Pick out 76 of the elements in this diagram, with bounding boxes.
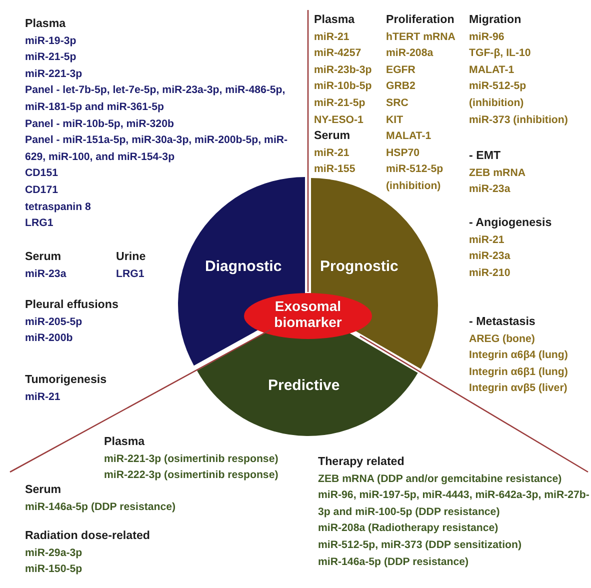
biomarker-text: NY-ESO-1 [314,112,364,128]
biomarker-text: miR-23a [469,182,512,198]
biomarker-text: miR-23a [25,266,68,282]
section-heading: Migration [469,12,522,28]
biomarker-text: miR-21 [314,30,350,45]
biomarker-text: GRB2 [386,79,416,94]
biomarker-text: miR-210 [469,266,512,281]
section-heading: - Angiogenesis [469,215,553,231]
biomarker-text: KIT [386,112,404,128]
biomarker-text: Panel - let-7b-5p, let-7e-5p, miR-23a-3p, miR-486-5p, miR-181-5p and miR-361-5p [25,83,286,115]
biomarker-text: LRG1 [116,266,146,282]
biomarker-text: Panel - miR-151a-5p, miR-30a-3p, miR-200b-5p, miR-629, miR-100, and miR-154-3p [25,133,289,165]
section-heading: - EMT [469,148,502,164]
biomarker-text: miR-512-5p, miR-373 (DDP sensitization) [318,538,522,553]
section-heading: Radiation dose-related [25,528,151,544]
biomarker-text: miR-512-5p (inhibition) [469,79,528,111]
biomarker-text: ZEB mRNA [469,166,527,181]
biomarker-text: EGFR [386,62,416,78]
biomarker-text: miR-4257 [314,46,362,62]
biomarker-text: miR-373 (inhibition) [469,112,569,128]
section-heading: Urine [116,249,147,265]
section-heading: Pleural effusions [25,297,120,313]
biomarker-text: miR-146a-5p (DDP resistance) [318,554,470,570]
biomarker-text: tetraspanin 8 [25,200,92,215]
biomarker-text: miR-155 [314,162,356,178]
section-heading: Proliferation [386,12,456,28]
biomarker-text: CD151 [25,166,59,182]
biomarker-text: MALAT-1 [469,62,516,78]
biomarker-text: miR-21-5p [314,96,366,111]
biomarker-text: miR-96 [469,30,506,45]
biomarker-text: HSP70 [386,146,421,161]
biomarker-text: AREG (bone) [469,332,536,347]
section-heading: Serum [25,249,62,265]
sector-label: Prognostic [320,258,398,276]
section-heading: Tumorigenesis [25,372,108,388]
biomarker-text: miR-19-3p [25,34,78,49]
sector-label: Diagnostic [204,258,282,276]
biomarker-text: LRG1 [25,216,54,232]
center-label: Exosomal biomarker [273,298,343,330]
section-heading: Serum [314,128,352,144]
biomarker-text: miR-512-5p (inhibition) [386,162,444,194]
biomarker-text: miR-208a [386,46,434,62]
biomarker-text: miR-205-5p [25,314,84,330]
biomarker-text: Integrin α6β4 (lung) [469,348,569,364]
biomarker-text: ZEB mRNA (DDP and/or gemcitabine resistance) [318,472,563,487]
biomarker-text: miR-23b-3p [314,62,373,78]
biomarker-text: hTERT mRNA [386,30,456,45]
biomarker-text: MALAT-1 [386,129,432,144]
biomarker-text: miR-221-3p (osimertinib response) [104,452,280,467]
biomarker-text: miR-222-3p (osimertinib response) [104,468,280,484]
biomarker-text: miR-96, miR-197-5p, miR-4443, miR-642a-3p, miR-27b-3p and miR-100-5p (DDP resistance) [318,488,590,520]
section-heading: Therapy related [318,454,406,470]
biomarker-text: miR-21-5p [25,50,78,66]
biomarker-text: miR-200b [25,331,74,346]
biomarker-text: miR-10b-5p [314,79,373,94]
biomarker-text: miR-21 [469,232,506,248]
biomarker-text: Integrin α6β1 (lung) [469,364,569,380]
sector-label: Predictive [268,376,340,394]
biomarker-text: miR-221-3p [25,66,84,82]
biomarker-text: Integrin αvβ5 (liver) [469,381,568,396]
section-heading: Plasma [25,16,67,32]
section-heading: - Metastasis [469,314,536,330]
section-heading: Plasma [104,434,146,450]
biomarker-text: miR-208a (Radiotherapy resistance) [318,521,500,536]
biomarker-text: SRC [386,96,410,111]
biomarker-text: miR-21 [25,390,62,405]
biomarker-text: miR-150-5p [25,562,84,578]
biomarker-text: TGF-β, IL-10 [469,46,532,62]
section-heading: Serum [25,482,62,498]
biomarker-text: miR-29a-3p [25,546,84,561]
biomarker-text: miR-23a [469,249,512,264]
biomarker-text: miR-146a-5p (DDP resistance) [25,500,177,515]
biomarker-text: CD171 [25,182,59,198]
section-heading: Plasma [314,12,356,28]
biomarker-text: miR-21 [314,146,350,161]
biomarker-text: Panel - miR-10b-5p, miR-320b [25,116,175,132]
